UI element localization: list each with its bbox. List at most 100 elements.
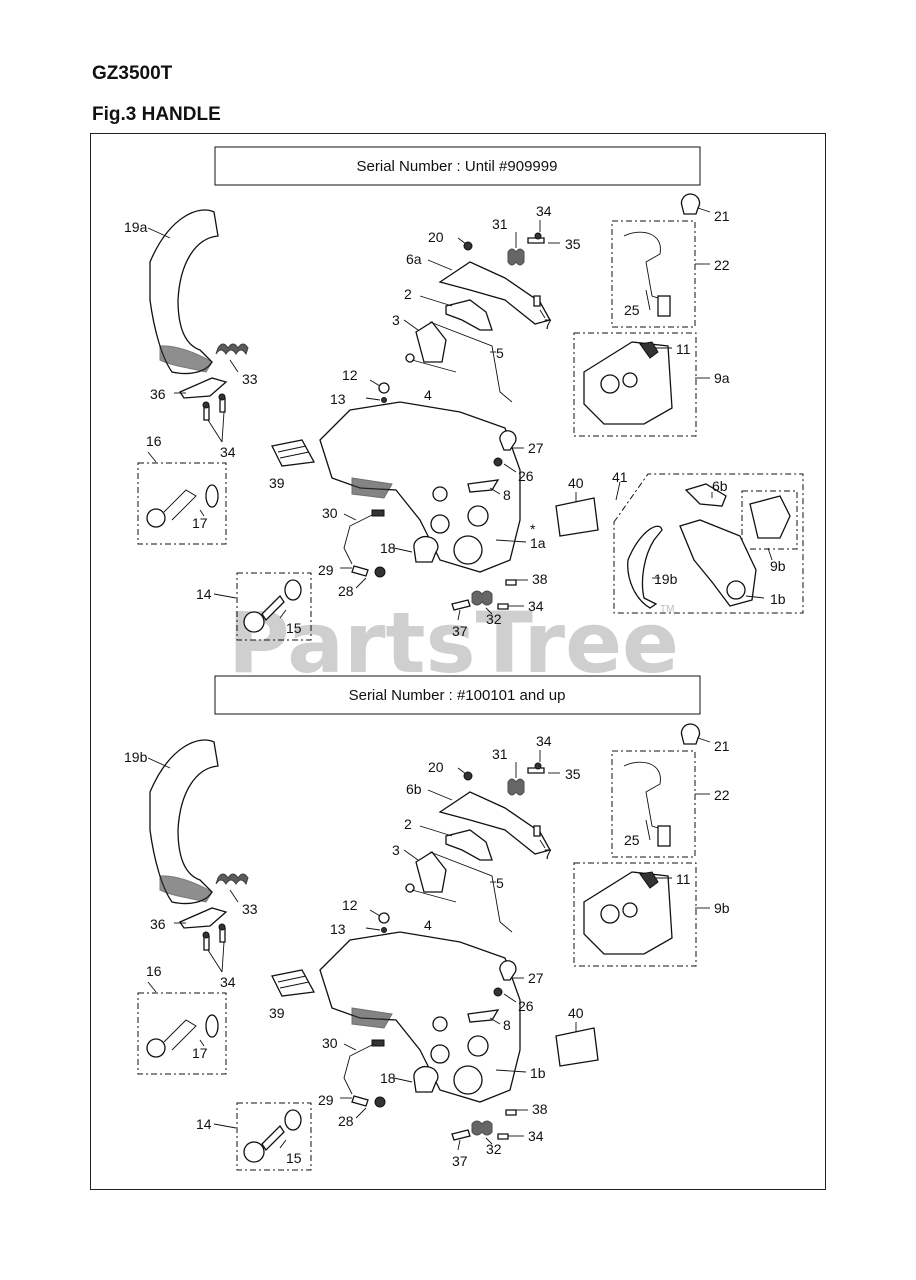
callout-21: 21 xyxy=(714,738,730,754)
box-14 xyxy=(236,1102,312,1171)
section-until-909999: Serial Number : Until #909999 xyxy=(124,146,804,641)
leader-lines xyxy=(147,737,711,1151)
callout-40: 40 xyxy=(568,1005,584,1021)
callout-13: 13 xyxy=(330,921,346,937)
callout-8: 8 xyxy=(503,487,511,503)
callout-30: 30 xyxy=(322,505,338,521)
callout-9b: 9b xyxy=(770,558,786,574)
callout-5: 5 xyxy=(496,345,504,361)
callout-35: 35 xyxy=(565,236,581,252)
callout-7: 7 xyxy=(544,846,552,862)
callout-31: 31 xyxy=(492,746,508,762)
callout-28: 28 xyxy=(338,583,354,599)
callout-26: 26 xyxy=(518,998,534,1014)
callout-3: 3 xyxy=(392,312,400,328)
box-16 xyxy=(137,992,227,1075)
callout-37: 37 xyxy=(452,623,468,639)
callout-32: 32 xyxy=(486,1141,502,1157)
callout-34: 34 xyxy=(536,733,552,749)
callout-28: 28 xyxy=(338,1113,354,1129)
model-number: GZ3500T xyxy=(92,63,173,84)
callout-19b: 19b xyxy=(124,749,148,765)
callout-34: 34 xyxy=(536,203,552,219)
diagram-frame xyxy=(90,133,826,1190)
callout-30: 30 xyxy=(322,1035,338,1051)
callout-38: 38 xyxy=(532,1101,548,1117)
handle-parts-artwork xyxy=(146,193,701,633)
callout-asterisk: * xyxy=(530,521,536,537)
callout-20: 20 xyxy=(428,759,444,775)
callout-22: 22 xyxy=(714,787,730,803)
callout-39: 39 xyxy=(269,1005,285,1021)
callout-18: 18 xyxy=(380,540,396,556)
callout-25: 25 xyxy=(624,832,640,848)
callout-5: 5 xyxy=(496,875,504,891)
callout-27: 27 xyxy=(528,440,544,456)
callout-19a: 19a xyxy=(124,219,148,235)
callout-14: 14 xyxy=(196,586,212,602)
callout-4: 4 xyxy=(424,387,432,403)
callout-4: 4 xyxy=(424,917,432,933)
callout-29: 29 xyxy=(318,562,334,578)
box-9b xyxy=(741,490,798,550)
callout-1a: 1a xyxy=(530,535,546,551)
callout-26: 26 xyxy=(518,468,534,484)
serial-number-label: Serial Number : Until #909999 xyxy=(357,158,558,175)
callout-6b: 6b xyxy=(406,781,422,797)
callout-40: 40 xyxy=(568,475,584,491)
callout-1b: 1b xyxy=(770,591,786,607)
callout-11: 11 xyxy=(676,341,691,357)
serial-number-label: Serial Number : #100101 and up xyxy=(349,687,566,704)
callout-13: 13 xyxy=(330,391,346,407)
section-100101-and-up: Serial Number : #100101 and up 19b 20 31… xyxy=(124,675,730,1171)
callout-33: 33 xyxy=(242,901,258,917)
callout-34-c: 34 xyxy=(528,598,544,614)
callout-18: 18 xyxy=(380,1070,396,1086)
callout-9b: 9b xyxy=(714,900,730,916)
callout-6b: 6b xyxy=(712,478,728,494)
callout-8: 8 xyxy=(503,1017,511,1033)
callout-31: 31 xyxy=(492,216,508,232)
callout-29: 29 xyxy=(318,1092,334,1108)
handle-parts-artwork xyxy=(146,723,701,1163)
callout-16: 16 xyxy=(146,433,162,449)
box-41 xyxy=(613,473,804,614)
callout-37: 37 xyxy=(452,1153,468,1169)
callout-17: 17 xyxy=(192,515,208,531)
callout-12: 12 xyxy=(342,367,358,383)
box-22 xyxy=(611,750,696,858)
kit-handle-19b xyxy=(627,525,663,609)
callout-15: 15 xyxy=(286,620,302,636)
callout-21: 21 xyxy=(714,208,730,224)
callout-22: 22 xyxy=(714,257,730,273)
callout-6a: 6a xyxy=(406,251,422,267)
callout-12: 12 xyxy=(342,897,358,913)
callout-34-b: 34 xyxy=(220,974,236,990)
callout-39: 39 xyxy=(269,475,285,491)
callout-9a: 9a xyxy=(714,370,730,386)
callout-17: 17 xyxy=(192,1045,208,1061)
callout-3: 3 xyxy=(392,842,400,858)
callout-34-b: 34 xyxy=(220,444,236,460)
callout-32: 32 xyxy=(486,611,502,627)
callout-34-c: 34 xyxy=(528,1128,544,1144)
figure-title: Fig.3 HANDLE xyxy=(92,104,221,125)
callout-41: 41 xyxy=(612,469,628,485)
box-14 xyxy=(236,572,312,641)
callout-15: 15 xyxy=(286,1150,302,1166)
callout-11: 11 xyxy=(676,871,691,887)
callout-14: 14 xyxy=(196,1116,212,1132)
callout-25: 25 xyxy=(624,302,640,318)
callout-16: 16 xyxy=(146,963,162,979)
box-22 xyxy=(611,220,696,328)
box-9b xyxy=(573,862,697,967)
callout-38: 38 xyxy=(532,571,548,587)
watermark-tm: TM xyxy=(660,604,674,615)
callout-33: 33 xyxy=(242,371,258,387)
callout-1b: 1b xyxy=(530,1065,546,1081)
box-9a xyxy=(573,332,697,437)
callout-19b: 19b xyxy=(654,571,678,587)
callout-27: 27 xyxy=(528,970,544,986)
box-16 xyxy=(137,462,227,545)
callout-35: 35 xyxy=(565,766,581,782)
